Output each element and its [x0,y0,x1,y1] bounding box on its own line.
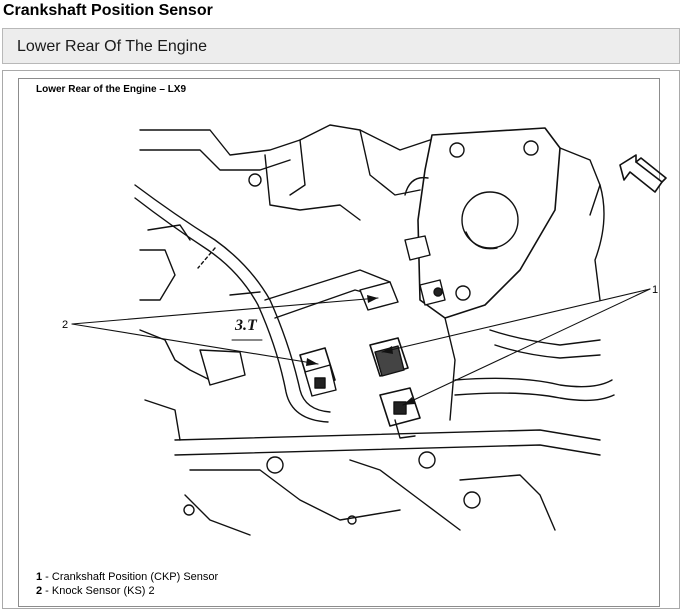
legend-number: 1 [36,571,43,583]
knock-sensor-2 [299,281,399,397]
legend-item: 2 - Knock Sensor (KS) 2 [36,584,218,598]
bracket-connectors [404,235,456,421]
frame-rail [174,429,601,536]
hose-right [454,329,615,402]
figure-legend: 1 - Crankshaft Position (CKP) Sensor 2 -… [36,570,218,598]
callout-1-label: 1 [652,284,658,296]
section-header: Lower Rear Of The Engine [2,28,680,64]
legend-item: 1 - Crankshaft Position (CKP) Sensor [36,570,218,584]
crankshaft-position-sensor [369,337,421,439]
engraving-text: 3.T [234,317,258,334]
section-title: Lower Rear Of The Engine [17,38,208,55]
engine-block-top [139,124,605,301]
callout-2-label: 2 [62,319,68,331]
page-title: Crankshaft Position Sensor [3,2,213,19]
legend-number: 2 [36,585,43,597]
direction-arrow-icon [619,154,667,193]
mounting-bracket [417,127,561,319]
content-frame [2,70,680,609]
figure-title: Lower Rear of the Engine – LX9 [36,84,187,95]
legend-text: - Knock Sensor (KS) 2 [42,585,155,597]
wiring-harness [134,184,391,423]
left-structure [139,224,261,441]
legend-text: - Crankshaft Position (CKP) Sensor [42,571,219,583]
callout-1-leaders [381,288,651,406]
callout-2-leaders [71,295,379,366]
